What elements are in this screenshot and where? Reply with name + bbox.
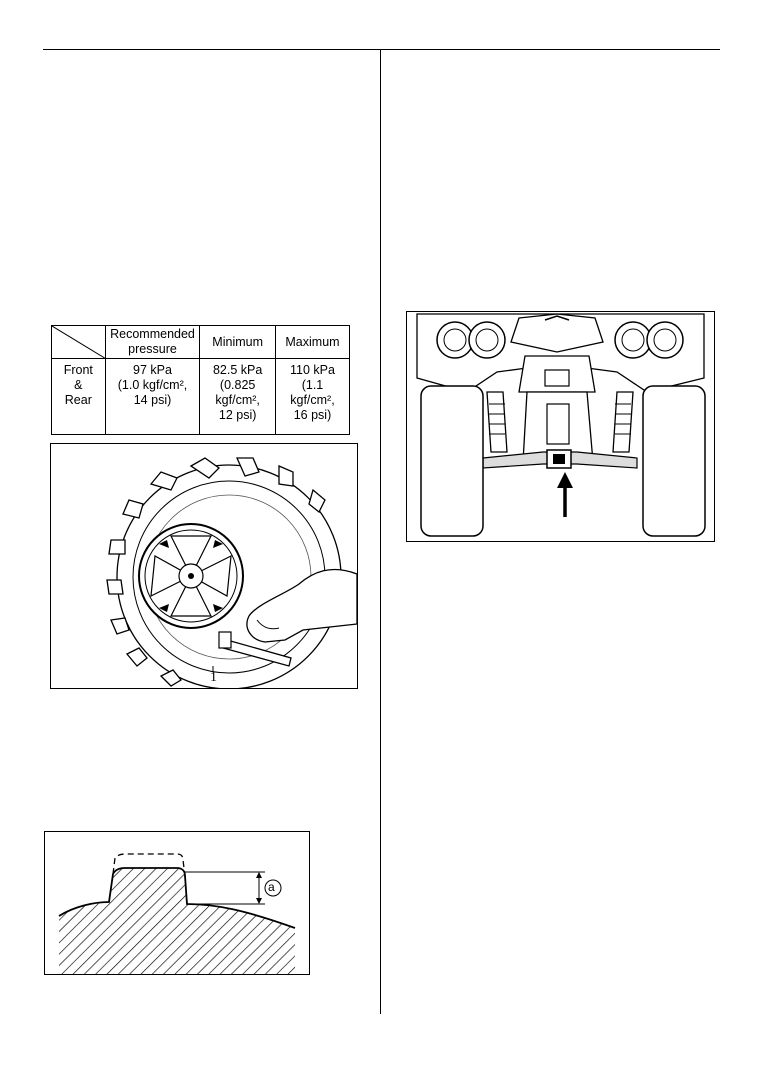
callout-a-circle	[264, 879, 282, 897]
cell-minimum: 82.5 kPa (0.825 kgf/cm², 12 psi)	[199, 358, 276, 435]
row-label: Front & Rear	[51, 358, 106, 435]
table-corner-cell	[51, 325, 106, 359]
atv-rear-illustration	[416, 313, 706, 537]
header-maximum: Maximum	[274, 325, 351, 359]
cell-maximum: 110 kPa (1.1 kgf/cm², 16 psi)	[274, 358, 351, 435]
tread-depth-diagram	[58, 853, 296, 974]
column-divider	[380, 50, 381, 1014]
atv-rear-figure	[406, 311, 715, 542]
header-recommended: Recommended pressure	[104, 325, 201, 359]
tire-illustration	[106, 457, 357, 688]
header-rule	[43, 49, 720, 50]
header-minimum: Minimum	[199, 325, 276, 359]
tire-pressure-table: Recommended pressure Minimum Maximum Fro…	[51, 325, 351, 435]
cell-recommended: 97 kPa (1.0 kgf/cm², 14 psi)	[104, 358, 201, 435]
diagonal-line-icon	[52, 326, 105, 358]
callout-1: 1	[210, 670, 217, 685]
callout-a: a	[268, 880, 275, 894]
tread-depth-figure: a	[44, 831, 310, 975]
tire-gauge-figure: 1	[50, 443, 358, 689]
